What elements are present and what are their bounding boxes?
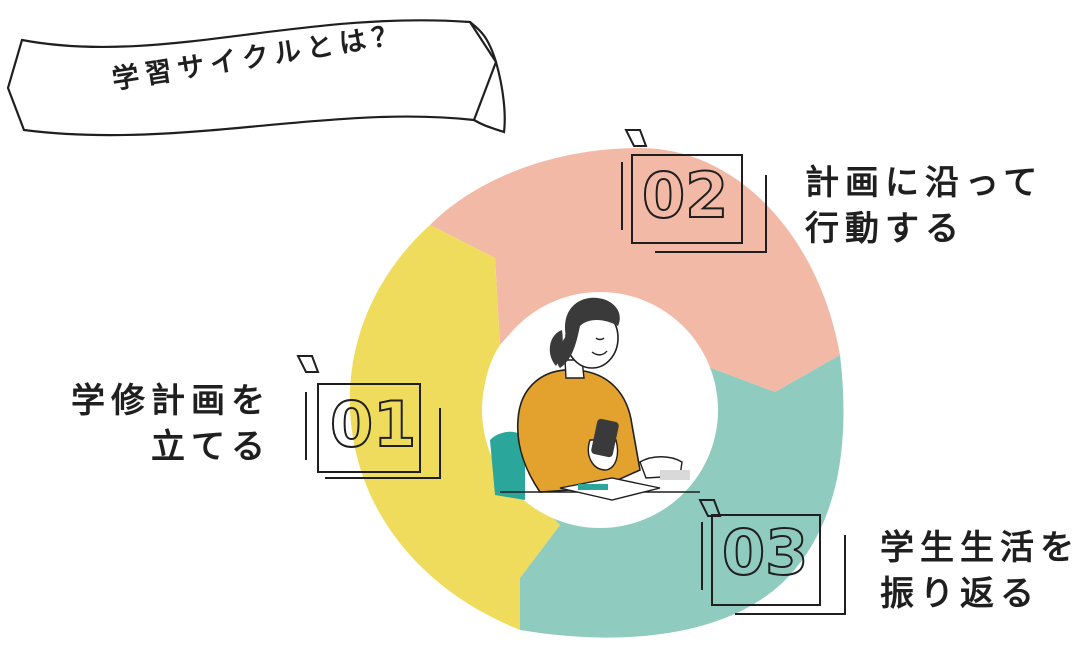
cycle-ring	[349, 148, 844, 638]
step-01-line1: 学修計画を	[71, 381, 271, 421]
step-01-label: 学修計画を 立てる	[71, 378, 271, 470]
step-02-line2: 行動する	[805, 209, 965, 249]
step-03-label: 学生生活を 振り返る	[880, 525, 1080, 617]
segment-01-yellow	[349, 225, 560, 630]
step-03-frame	[698, 499, 846, 615]
title-banner	[6, 19, 506, 137]
step-01-line2: 立てる	[151, 427, 271, 467]
step-03-number: 03	[721, 516, 809, 589]
step-02-label: 計画に沿って 行動する	[805, 160, 1043, 252]
center-illustration	[482, 292, 718, 528]
step-02-frame	[621, 129, 767, 253]
step-01-number: 01	[329, 388, 417, 461]
step-02-line1: 計画に沿って	[805, 163, 1044, 203]
step-03-line1: 学生生活を	[880, 528, 1080, 568]
step-02-number: 02	[641, 159, 729, 232]
step-03-line2: 振り返る	[880, 574, 1040, 614]
segment-02-pink	[430, 148, 840, 392]
step-01-frame	[296, 355, 441, 479]
